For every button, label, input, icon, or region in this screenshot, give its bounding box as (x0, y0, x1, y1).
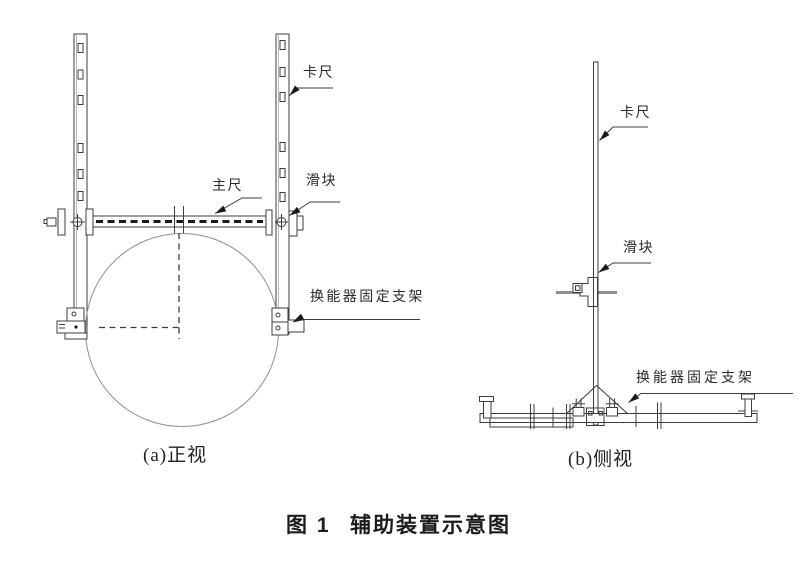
leader-line (628, 393, 793, 403)
front-main-ruler-callout: 主尺 (212, 178, 262, 214)
arrowhead-icon (215, 205, 227, 214)
front-view: 卡尺 主尺 滑块 换能器固定支架 (a)正视 (43, 33, 425, 466)
figure-number: 图 1 (286, 514, 331, 537)
side-caliper-bar (593, 61, 599, 426)
side-caliper-callout: 卡尺 (599, 105, 651, 141)
base-tbolt-left (572, 398, 585, 417)
front-slider-callout: 滑块 (289, 172, 340, 216)
figure-title: 辅助装置示意图 (350, 513, 511, 537)
arrowhead-icon (293, 313, 305, 322)
base-tbolt-right (605, 398, 619, 417)
side-bracket-label: 换能器固定支架 (636, 369, 755, 386)
left-clamp (43, 208, 94, 236)
front-slider-label: 滑块 (306, 172, 337, 189)
figure-caption: 图 1 辅助装置示意图 (286, 513, 511, 537)
front-caliper-label: 卡尺 (303, 65, 334, 81)
arrowhead-icon (628, 393, 640, 403)
right-transducer-bracket (271, 307, 305, 336)
arrowhead-icon (598, 263, 610, 273)
front-main-ruler-label: 主尺 (212, 178, 243, 194)
left-transducer-bracket (56, 307, 88, 340)
left-caliper-bar (73, 33, 88, 337)
side-bracket-callout: 换能器固定支架 (628, 369, 793, 403)
front-view-caption: (a)正视 (143, 444, 207, 466)
side-view: 卡尺 滑块 换能器固定支架 (b)侧视 (479, 61, 793, 470)
base-center-clamp (586, 407, 605, 426)
arrowhead-icon (289, 85, 300, 96)
arrowhead-icon (289, 206, 301, 216)
arrowhead-icon (599, 130, 610, 141)
pipe-circle (85, 233, 279, 427)
side-base (479, 385, 758, 429)
front-bracket-label: 换能器固定支架 (310, 288, 425, 305)
side-slider-callout: 滑块 (598, 239, 654, 273)
front-bracket-callout: 换能器固定支架 (292, 288, 425, 323)
leader-line (292, 319, 420, 323)
side-view-caption: (b)侧视 (568, 448, 633, 470)
base-tick-marks (530, 402, 662, 429)
side-caliper-label: 卡尺 (620, 105, 651, 121)
front-caliper-callout: 卡尺 (289, 65, 334, 96)
side-slider-label: 滑块 (623, 239, 654, 256)
right-caliper-bar (275, 33, 290, 335)
right-clamp-slider (265, 209, 304, 237)
main-ruler (92, 206, 267, 234)
